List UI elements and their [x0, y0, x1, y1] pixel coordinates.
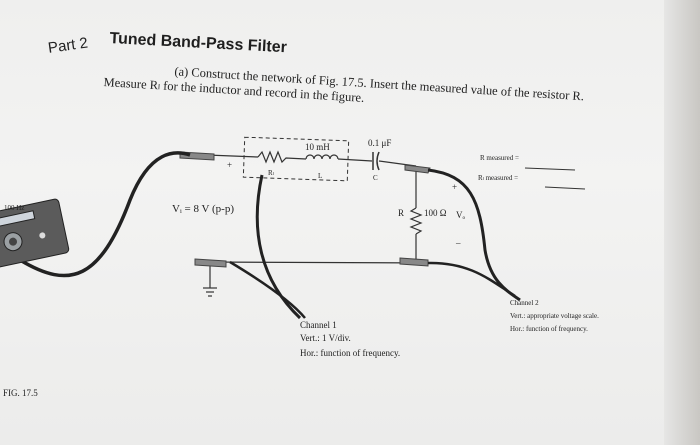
top-wire-mid: [337, 158, 373, 162]
input-voltage-label: Vᵢ = 8 V (p-p): [172, 203, 234, 215]
capacitor-plate-2: [376, 151, 380, 171]
rl-measured-label: Rₗ measured =: [478, 174, 518, 182]
channel1-cable: [255, 174, 302, 320]
resistor-value: 100 Ω: [424, 208, 447, 218]
probe-clip-ground: [399, 257, 429, 267]
inductor-box: [242, 136, 350, 182]
channel2-hor: Hor.: function of frequency.: [510, 325, 588, 333]
channel2-cable: [427, 168, 521, 302]
output-voltage-label: Vₒ: [456, 210, 465, 220]
ground-wire: [204, 261, 431, 264]
channel1-title: Channel 1: [300, 320, 337, 330]
inductor-resistance-symbol: [257, 150, 307, 164]
channel1-vert: Vert.: 1 V/div.: [300, 333, 351, 343]
r-measured-label: R measured =: [480, 154, 519, 162]
function-generator: [0, 198, 70, 268]
channel1-hor: Hor.: function of frequency.: [300, 348, 400, 358]
r-measured-blank: [524, 167, 576, 171]
capacitor-symbol-label: C: [373, 174, 378, 182]
resistor-symbol: [409, 207, 423, 235]
figure-label: FIG. 17.5: [3, 388, 38, 398]
inductor-symbol-label: L: [318, 172, 322, 180]
inductor-value: 10 mH: [305, 142, 330, 152]
output-plus: +: [452, 182, 457, 192]
channel1-ground-cable: [229, 260, 306, 319]
rl-measured-blank: [544, 186, 586, 190]
channel2-ground-cable: [427, 261, 516, 298]
input-plus: +: [227, 160, 232, 170]
inductor-symbol: [305, 154, 339, 160]
generator-frequency: 100 Hz: [4, 204, 24, 212]
probe-clip-output: [404, 164, 431, 174]
channel2-vert: Vert.: appropriate voltage scale.: [510, 312, 599, 320]
probe-clip-input-ground: [194, 258, 227, 268]
generator-cable: [19, 151, 191, 278]
page-edge: [664, 0, 700, 445]
top-wire-left: [206, 154, 259, 158]
inductor-resistance-label: Rₗ: [268, 169, 274, 177]
output-minus: –: [455, 238, 461, 248]
channel2-title: Channel 2: [510, 299, 539, 307]
capacitor-value: 0.1 μF: [368, 138, 391, 148]
resistor-label: R: [398, 208, 404, 218]
